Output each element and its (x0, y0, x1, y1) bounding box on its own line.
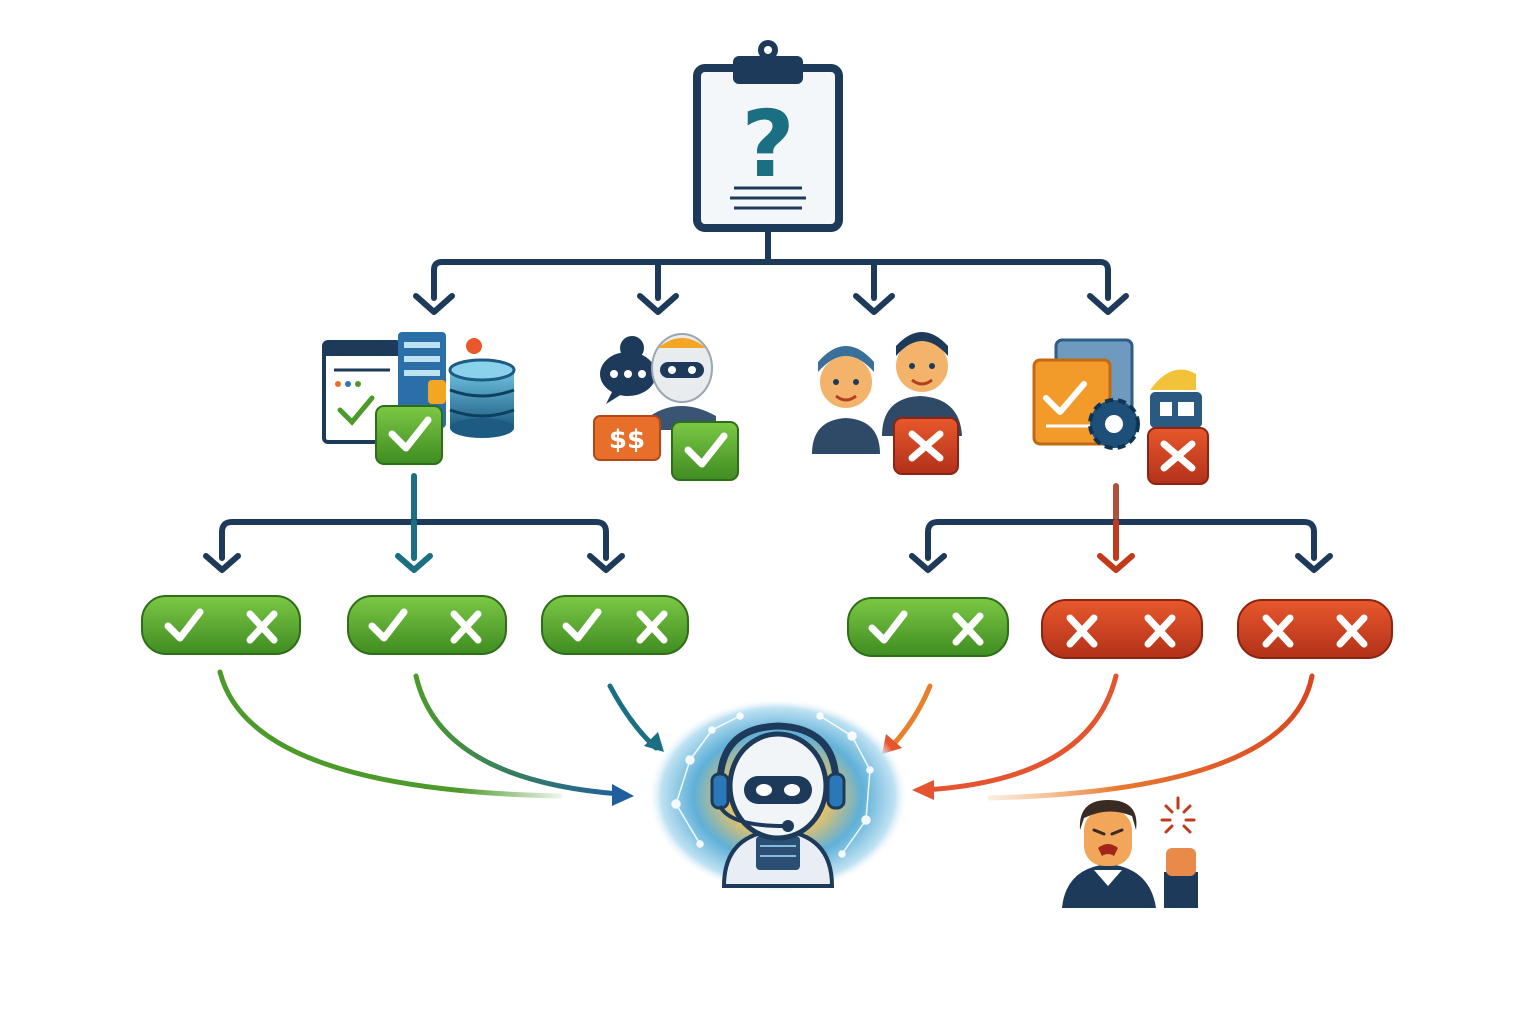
option-agents-cluster (812, 332, 962, 475)
server-icon (398, 332, 446, 428)
person-icon (812, 346, 880, 454)
cross-mark-icon (1336, 614, 1368, 648)
question-mark: ? (741, 91, 794, 198)
cross-mark-icon (1144, 614, 1176, 648)
arrow-curve (607, 683, 659, 751)
outcome-pill (141, 595, 301, 655)
chat-bubble-icon (600, 336, 656, 404)
left-subtree-arrowheads (203, 553, 625, 573)
check-mark-icon (164, 608, 204, 642)
top-branch-connectors (431, 229, 1111, 301)
arrow-curve (921, 673, 1119, 793)
option-cost-cluster: $$ (593, 333, 739, 481)
left-subtree-connectors (219, 473, 609, 561)
outcome-pill (1237, 599, 1393, 659)
rejected-badge (893, 417, 959, 475)
price-text: $$ (609, 425, 645, 455)
rejected-badge (1147, 427, 1209, 485)
arrow-curve (217, 669, 563, 799)
check-mark-icon (562, 608, 602, 642)
id-card-icon (1150, 369, 1202, 428)
indicator-dot-icon (466, 338, 482, 354)
cross-mark-icon (1262, 614, 1294, 648)
approved-badge (671, 421, 739, 481)
option-workflow-cluster (1032, 338, 1209, 485)
cross-mark-icon (246, 610, 278, 644)
robot-face-icon (650, 333, 716, 430)
top-branch-arrowheads (413, 293, 1129, 315)
outcome-pill (1041, 599, 1203, 659)
outcome-pill (541, 595, 689, 655)
arrow-curve (889, 683, 933, 749)
curved-arrows (217, 669, 1315, 801)
curved-arrowheads (612, 732, 934, 806)
cross-mark-icon (952, 612, 984, 646)
gear-icon (1088, 398, 1140, 450)
arrow-curve (987, 673, 1315, 801)
right-subtree-connectors (925, 483, 1317, 561)
approved-badge (375, 405, 443, 465)
check-mark-icon (368, 608, 408, 642)
robot-headset-icon (648, 698, 908, 894)
database-icon (448, 358, 516, 438)
check-mark-icon (868, 610, 908, 644)
arrow-curve (413, 673, 623, 797)
outcome-pill (347, 595, 507, 655)
cross-mark-icon (1066, 614, 1098, 648)
option-data-cluster (322, 332, 516, 465)
right-subtree-arrowheads (909, 553, 1333, 573)
cross-mark-icon (450, 610, 482, 644)
cross-mark-icon (636, 610, 668, 644)
clipboard-question-icon: ? (693, 40, 843, 232)
angry-customer-icon (1062, 796, 1198, 908)
price-tag: $$ (593, 415, 661, 461)
outcome-pill (847, 597, 1009, 657)
